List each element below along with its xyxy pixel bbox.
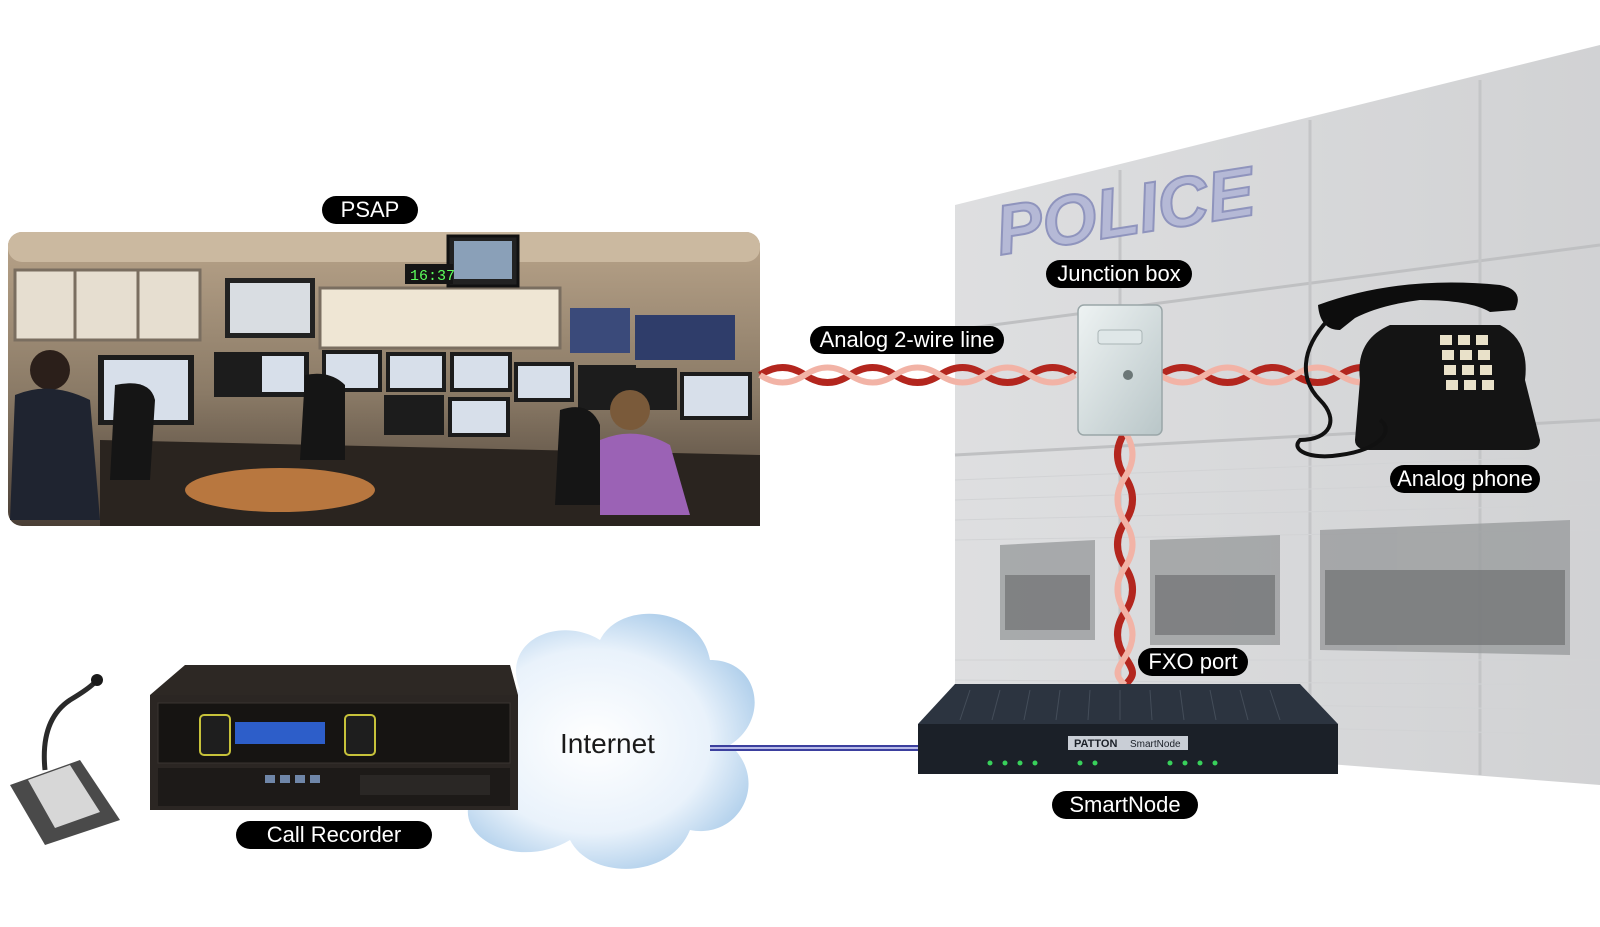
- desk-microphone: [10, 674, 120, 845]
- analog-phone: [1295, 282, 1540, 459]
- fxo-port-label: FXO port: [1138, 648, 1248, 676]
- junction-box-label: Junction box: [1046, 260, 1192, 288]
- junction-box: [1077, 304, 1163, 436]
- analog-wire-psap-junction: [758, 364, 1077, 386]
- psap-photo: 16:37: [8, 232, 760, 526]
- analog-phone-label: Analog phone: [1390, 465, 1540, 493]
- device-model: SmartNode: [1130, 739, 1181, 750]
- analog-line-label: Analog 2-wire line: [810, 326, 1004, 354]
- analog-wire-junction-smartnode: [1114, 430, 1136, 688]
- psap-label: PSAP: [322, 196, 418, 224]
- call-recorder-device: [150, 665, 518, 810]
- status-leds: [987, 760, 1218, 766]
- device-brand: PATTON: [1074, 738, 1117, 750]
- internet-label: Internet: [560, 728, 655, 759]
- smartnode-label: SmartNode: [1052, 791, 1198, 819]
- analog-wire-junction-phone: [1158, 364, 1387, 386]
- smartnode-device: PATTON SmartNode: [918, 684, 1338, 774]
- psap-clock: 16:37: [410, 268, 455, 285]
- call-recorder-label: Call Recorder: [236, 821, 432, 849]
